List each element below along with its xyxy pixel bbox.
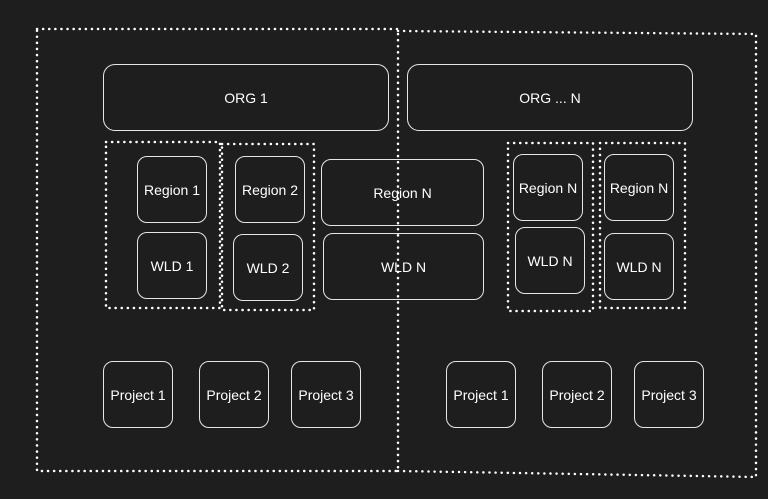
project-left-3-box: Project 3 — [291, 361, 361, 428]
project-left-1-box: Project 1 — [103, 361, 173, 428]
wldN-right2-label: WLD N — [616, 258, 662, 275]
wldN-mid-box: WLD N — [323, 233, 484, 300]
regionN-group-a — [506, 141, 595, 313]
orgN-box: ORG ... N — [407, 64, 693, 131]
region1-label: Region 1 — [143, 181, 201, 198]
region1-box: Region 1 — [137, 156, 207, 223]
wldN-right2-box: WLD N — [604, 233, 674, 300]
regionN-right2-label: Region N — [609, 179, 669, 196]
region2-box: Region 2 — [235, 156, 305, 223]
wldN-mid-label: WLD N — [380, 258, 427, 275]
project-right-1-label: Project 1 — [453, 386, 509, 403]
wld2-label: WLD 2 — [246, 259, 290, 276]
project-left-2-box: Project 2 — [199, 361, 269, 428]
project-right-3-label: Project 3 — [641, 386, 697, 403]
regionN-mid-box: Region N — [321, 159, 484, 226]
region2-label: Region 2 — [241, 181, 299, 198]
wld1-label: WLD 1 — [150, 257, 194, 274]
org1-label: ORG 1 — [224, 89, 268, 106]
region1-group — [104, 140, 222, 310]
regionN-right2-box: Region N — [604, 154, 674, 221]
wld1-box: WLD 1 — [137, 232, 207, 299]
wld2-box: WLD 2 — [233, 234, 303, 301]
org1-box: ORG 1 — [103, 64, 389, 131]
orgN-boundary — [396, 29, 758, 479]
region2-group — [220, 142, 316, 312]
orgN-label: ORG ... N — [519, 89, 581, 106]
project-right-3-box: Project 3 — [634, 361, 704, 428]
regionN-mid-label: Region N — [373, 184, 432, 201]
project-right-2-box: Project 2 — [542, 361, 612, 428]
project-left-1-label: Project 1 — [110, 386, 166, 403]
project-right-1-box: Project 1 — [446, 361, 516, 428]
wldN-right1-box: WLD N — [515, 227, 585, 294]
regionN-right1-box: Region N — [513, 154, 583, 221]
regionN-group-b — [598, 141, 687, 310]
regionN-right1-label: Region N — [518, 179, 578, 196]
project-left-3-label: Project 3 — [298, 386, 354, 403]
org1-boundary — [35, 27, 400, 473]
project-left-2-label: Project 2 — [206, 386, 262, 403]
project-right-2-label: Project 2 — [549, 386, 605, 403]
wldN-right1-label: WLD N — [527, 252, 573, 269]
